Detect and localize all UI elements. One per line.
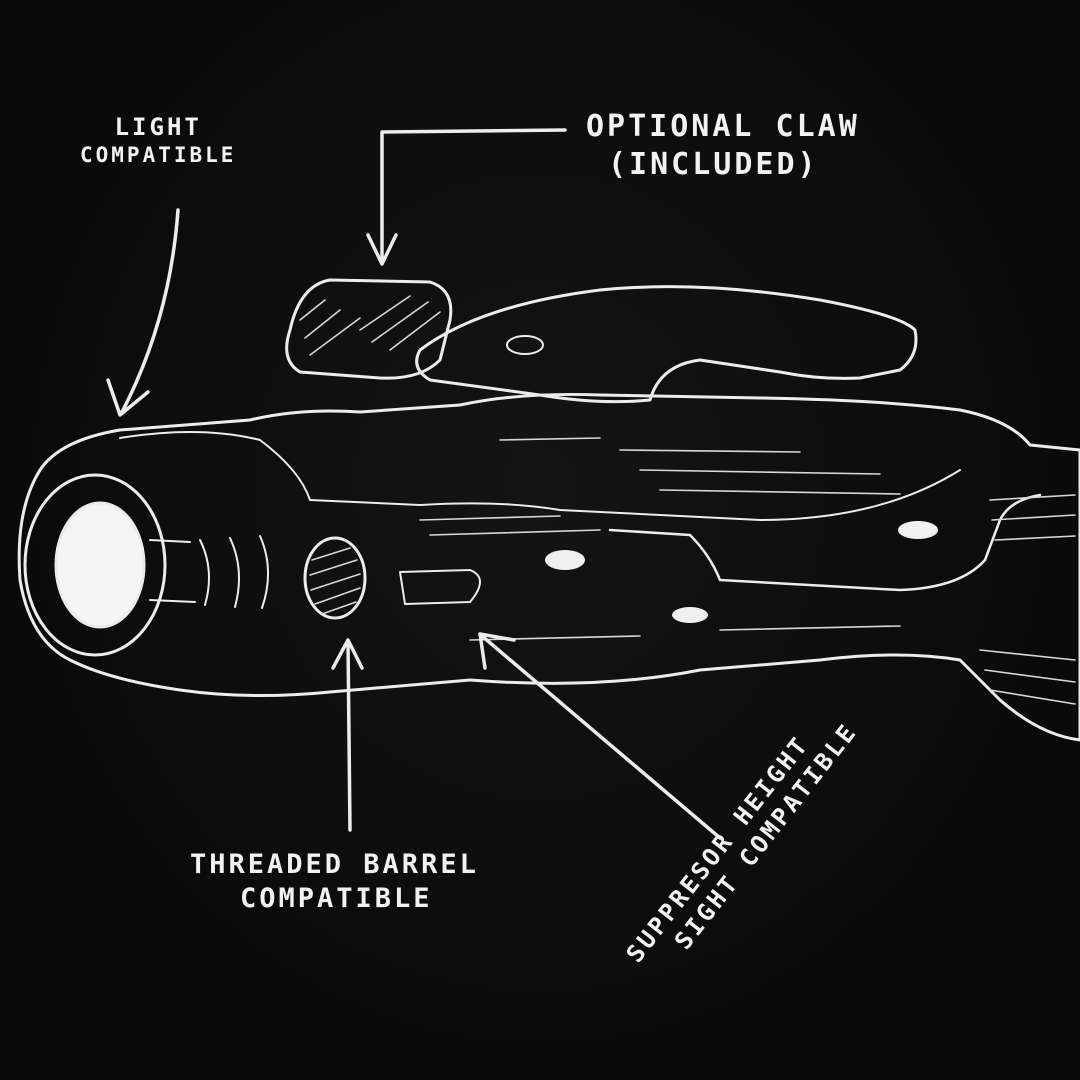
light-body-rings — [149, 535, 270, 609]
mount-screw-2 — [898, 521, 938, 539]
mount-screw-3 — [672, 607, 708, 623]
callout-light-line1: Light — [114, 113, 202, 141]
mount-screw-1 — [545, 550, 585, 570]
barrel-slot — [399, 569, 481, 605]
callout-barrel-line2: Compatible — [240, 882, 433, 914]
light-bezel — [23, 473, 167, 657]
claw-hatching — [299, 295, 441, 356]
claw-paddle — [415, 285, 918, 404]
arrow-claw — [380, 128, 567, 264]
callout-claw-line2: (Included) — [608, 146, 819, 182]
callout-barrel: Threaded Barrel Compatible — [190, 848, 479, 916]
threaded-barrel-cap — [303, 536, 367, 620]
holster-upper-ridge — [119, 431, 961, 521]
callout-light: Light Compatible — [80, 112, 236, 168]
callout-light-line2: Compatible — [80, 143, 237, 167]
light-lens — [54, 501, 146, 629]
claw-outline — [285, 278, 453, 380]
arrow-light — [120, 208, 180, 414]
sight-channel — [608, 493, 1042, 592]
arrow-suppressor-head — [478, 632, 516, 670]
claw-screw — [506, 335, 544, 355]
arrow-barrel-head — [331, 638, 364, 670]
barrel-hatching — [309, 547, 361, 615]
arrow-barrel — [346, 640, 352, 832]
arrow-suppressor — [480, 634, 722, 840]
body-texture — [419, 437, 901, 641]
callout-claw-line1: Optional Claw — [586, 109, 860, 144]
callout-barrel-line1: Threaded Barrel — [190, 849, 479, 880]
right-end-hatching — [979, 494, 1076, 705]
arrow-light-head — [106, 378, 150, 417]
callout-claw: Optional Claw (Included) — [586, 108, 860, 183]
holster-body-outline — [17, 392, 1080, 742]
arrow-claw-head — [366, 233, 398, 266]
